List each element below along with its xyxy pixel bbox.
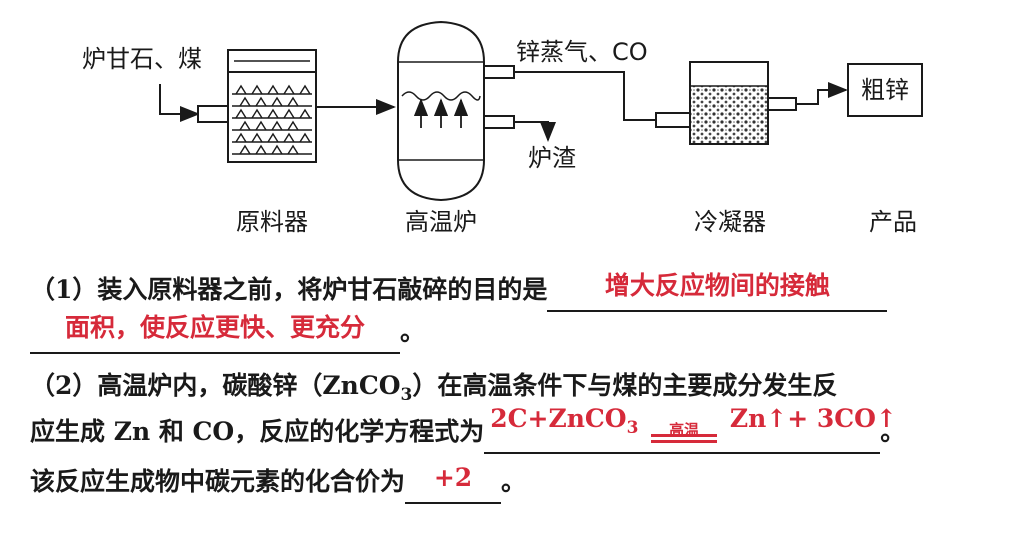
- question-2-text-a: （2）高温炉内，碳酸锌（ZnCO: [30, 371, 401, 400]
- feed-arrow: [159, 84, 200, 122]
- caption-product: 产品: [869, 208, 917, 236]
- question-3-line: 该反应生成物中碳元素的化合价为 +2 。: [30, 460, 526, 504]
- question-3-end: 。: [501, 467, 527, 496]
- question-1-text: （1）装入原料器之前，将炉甘石敲碎的目的是: [30, 275, 548, 304]
- vapor-label: 锌蒸气、CO: [516, 38, 648, 66]
- question-1-line-1: （1）装入原料器之前，将炉甘石敲碎的目的是 增大反应物间的接触: [30, 268, 888, 312]
- product-box: [847, 63, 923, 117]
- answer-3: +2: [433, 463, 473, 492]
- question-1-end: 。: [400, 317, 426, 346]
- answer-1-part-2: 面积，使反应更快、更充分: [64, 313, 365, 342]
- question-2-line-1: （2）高温炉内，碳酸锌（ZnCO3）在高温条件下与煤的主要成分发生反: [30, 364, 837, 417]
- answer-blank-1a: 增大反应物间的接触: [547, 271, 888, 312]
- question-2-text-b: ）在高温条件下与煤的主要成分发生反: [412, 371, 838, 400]
- equation-sub: 3: [626, 418, 639, 438]
- equation-reactants: 2C+ZnCO: [490, 404, 627, 433]
- answer-blank-3: +2: [405, 463, 502, 504]
- reaction-condition-sign: 高温: [647, 420, 721, 450]
- answer-blank-2: 2C+ZnCO3 高温 Zn↑+ 3CO↑: [484, 404, 897, 454]
- condenser-vessel: [655, 61, 797, 145]
- slag-label: 炉渣: [528, 144, 576, 172]
- equation-products: Zn↑+ 3CO↑: [729, 404, 897, 433]
- answer-1-part-1: 增大反应物间的接触: [604, 271, 830, 300]
- caption-furnace: 高温炉: [405, 208, 477, 236]
- furnace-vessel: [397, 20, 515, 202]
- caption-feeder: 原料器: [236, 208, 308, 236]
- question-2-end: 。: [880, 417, 906, 446]
- question-3-text: 该反应生成物中碳元素的化合价为: [30, 467, 406, 496]
- caption-condenser: 冷凝器: [694, 208, 766, 236]
- vapor-pipe: [514, 71, 656, 121]
- reaction-condition: 高温: [669, 421, 700, 439]
- question-2-sub: 3: [400, 385, 413, 405]
- feeder-vessel: [197, 49, 317, 163]
- process-diagram: 炉甘石、煤 锌蒸气、CO: [82, 20, 923, 236]
- product-arrow: [796, 82, 848, 105]
- question-1-line-2: 面积，使反应更快、更充分 。: [30, 310, 425, 354]
- equation-answer: 2C+ZnCO3 高温 Zn↑+ 3CO↑: [490, 397, 897, 450]
- slag-arrow: [514, 121, 556, 142]
- input-label: 炉甘石、煤: [82, 45, 202, 73]
- product-box-label: 粗锌: [861, 76, 909, 104]
- question-2-text-c: 应生成 Zn 和 CO，反应的化学方程式为: [30, 417, 485, 446]
- answer-blank-1b: 面积，使反应更快、更充分: [30, 313, 400, 354]
